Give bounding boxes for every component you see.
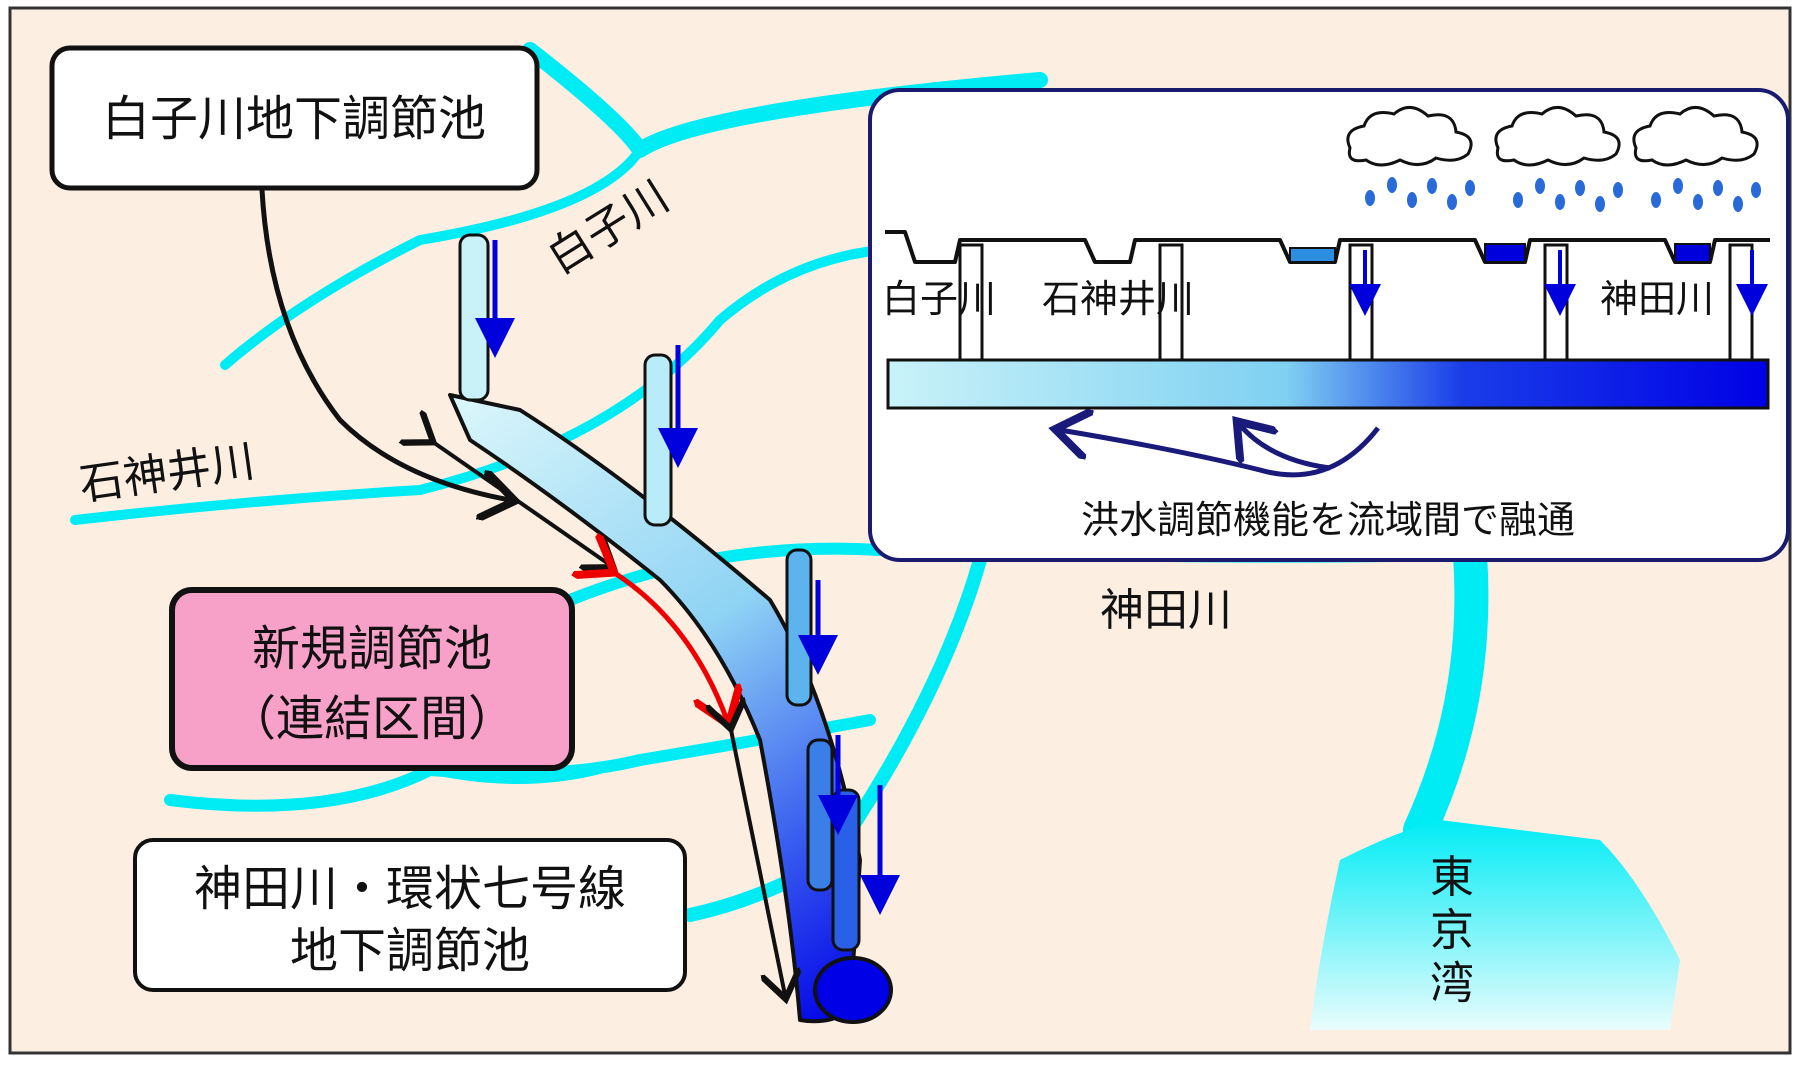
inflow-arrows bbox=[475, 240, 900, 915]
section-arrow-kanda bbox=[730, 725, 785, 995]
shaft-kanda-1 bbox=[785, 548, 813, 707]
interchange-arrow-short bbox=[1240, 425, 1331, 471]
section-arrow-new bbox=[610, 570, 727, 720]
box-new-reservoir bbox=[169, 587, 575, 771]
river-shirako-lower bbox=[220, 145, 645, 370]
inset-panel: 白子川 石神井川 神田川 洪水調節機能を流域間で融通 bbox=[868, 88, 1790, 562]
inset-caption: 洪水調節機能を流域間で融通 bbox=[1081, 498, 1575, 542]
shaft-shakujii bbox=[643, 353, 673, 527]
bay-label-3: 湾 bbox=[1430, 958, 1474, 1009]
cloud-icon bbox=[1346, 106, 1473, 167]
box-kanda-reservoir-line1: 神田川・環状七号線 bbox=[194, 861, 626, 917]
bay-label-1: 東 bbox=[1430, 852, 1474, 903]
rain-clouds bbox=[1346, 106, 1761, 212]
inset-label-shakujii: 石神井川 bbox=[1042, 277, 1194, 321]
river-trunk-to-bay bbox=[1403, 538, 1489, 847]
box-new-reservoir-line2: （連結区間） bbox=[228, 691, 516, 747]
interchange-arrow-long bbox=[1060, 428, 1380, 478]
shaft-shirako bbox=[458, 233, 490, 402]
box-shirako-reservoir-label: 白子川地下調節池 bbox=[102, 91, 486, 147]
inset-shaft bbox=[1543, 243, 1569, 362]
inset-shaft bbox=[1728, 243, 1754, 362]
inset-label-shirako: 白子川 bbox=[882, 277, 996, 321]
cloud-icon bbox=[1632, 106, 1759, 167]
river-tributary-small bbox=[426, 766, 604, 784]
bay-label-2: 京 bbox=[1430, 905, 1474, 956]
box-kanda-reservoir-line2: 地下調節池 bbox=[290, 923, 530, 979]
inset-tunnel bbox=[886, 358, 1770, 410]
inset-water-3 bbox=[1674, 243, 1711, 263]
raindrops bbox=[1365, 177, 1761, 212]
box-shirako-reservoir bbox=[49, 45, 540, 191]
river-label-kanda: 神田川 bbox=[1100, 585, 1232, 636]
inset-water-1 bbox=[1289, 247, 1336, 263]
shaft-kanda-2 bbox=[806, 738, 834, 892]
box-new-reservoir-line1: 新規調節池 bbox=[252, 621, 492, 677]
inset-water-2 bbox=[1484, 243, 1526, 263]
box-kanda-reservoir bbox=[133, 838, 687, 992]
inset-label-kanda: 神田川 bbox=[1600, 277, 1714, 321]
inset-inflow-arrows bbox=[1349, 250, 1768, 316]
tunnel-end bbox=[813, 956, 893, 1024]
cloud-icon bbox=[1494, 106, 1621, 167]
tokyo-bay bbox=[1310, 820, 1680, 1030]
inset-shaft bbox=[1348, 243, 1374, 362]
